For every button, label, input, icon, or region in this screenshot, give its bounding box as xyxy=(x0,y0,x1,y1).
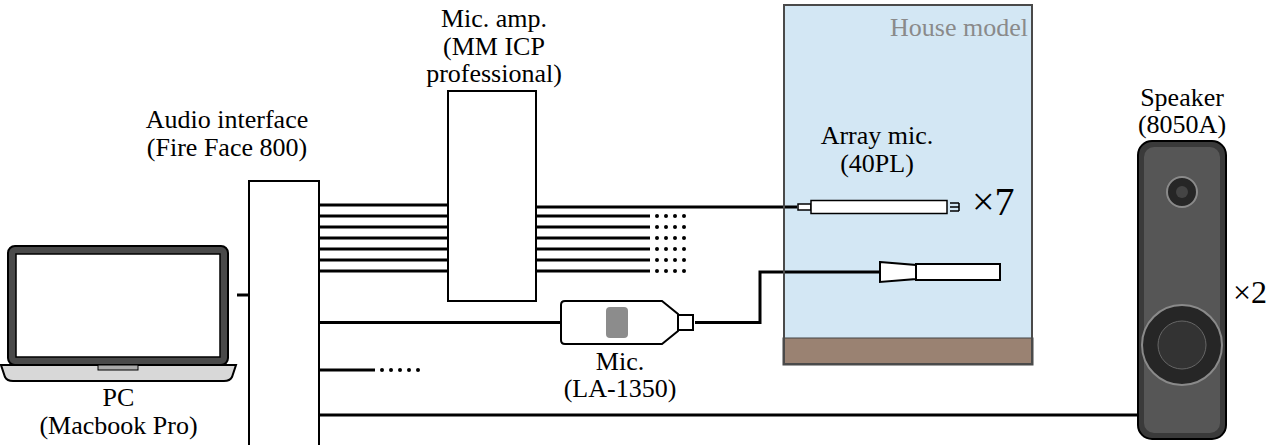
node-title: Mic. amp. xyxy=(414,5,574,32)
unused-amp-outputs xyxy=(537,216,650,271)
dot xyxy=(682,214,686,218)
amp-output-wire xyxy=(537,270,650,273)
dot xyxy=(655,269,659,273)
dot xyxy=(664,214,668,218)
multiplier-label: ×2 xyxy=(1233,276,1267,308)
cable xyxy=(695,272,783,323)
sound-level-meter: Mic.(LA-1350) xyxy=(560,300,695,345)
node-title: Speaker xyxy=(1100,84,1264,111)
node-subtitle: (Macbook Pro) xyxy=(0,412,237,439)
array-mic: Array mic.(40PL) xyxy=(797,199,962,215)
dot xyxy=(682,269,686,273)
sound-level-meter-icon xyxy=(560,300,695,345)
dot xyxy=(389,368,393,372)
dot xyxy=(673,236,677,240)
cable xyxy=(320,414,1137,417)
dot xyxy=(664,258,668,262)
node-subtitle: (Fire Face 800) xyxy=(112,134,342,161)
dot xyxy=(407,368,411,372)
amp-output-wire xyxy=(537,215,650,218)
node-title: Mic. xyxy=(540,348,700,375)
dot xyxy=(664,236,668,240)
cable xyxy=(537,206,797,209)
house-floor xyxy=(783,338,1033,365)
array-mic-icon xyxy=(797,199,962,215)
node-subtitle: (8050A) xyxy=(1100,111,1264,138)
dot xyxy=(664,247,668,251)
node-title: House model xyxy=(832,14,1028,41)
dot xyxy=(673,269,677,273)
speaker-icon xyxy=(1137,140,1227,440)
dot xyxy=(655,258,659,262)
dot xyxy=(655,247,659,251)
speaker: Speaker(8050A) xyxy=(1137,140,1227,440)
dot xyxy=(655,214,659,218)
node-title: Array mic. xyxy=(782,122,972,149)
dot xyxy=(682,225,686,229)
dot xyxy=(682,258,686,262)
cable xyxy=(320,205,447,271)
mic-amp-box: Mic. amp.(MM ICP professional) xyxy=(447,90,537,302)
dot xyxy=(673,247,677,251)
pc-node: PC(Macbook Pro) xyxy=(0,245,237,382)
node-title: PC xyxy=(0,384,237,411)
dot xyxy=(673,225,677,229)
mic-cable-inside xyxy=(783,271,882,274)
dot xyxy=(416,368,420,372)
cable xyxy=(237,294,248,297)
node-title: Audio interface xyxy=(112,106,342,133)
multiplier-label: ×7 xyxy=(972,182,1015,222)
house-fill xyxy=(783,4,1033,365)
cable xyxy=(320,321,560,324)
amp-output-wire xyxy=(537,259,650,262)
node-subtitle: (MM ICP professional) xyxy=(414,33,574,87)
node-subtitle: (LA-1350) xyxy=(540,375,700,402)
dot xyxy=(655,225,659,229)
dot xyxy=(664,269,668,273)
amp-output-wire xyxy=(537,248,650,251)
dot xyxy=(664,225,668,229)
small-mic xyxy=(880,262,1000,282)
dot xyxy=(682,236,686,240)
dot xyxy=(655,236,659,240)
dot xyxy=(682,247,686,251)
laptop-icon xyxy=(0,245,237,382)
audio-interface-box: Audio interface(Fire Face 800) xyxy=(248,180,320,445)
amp-output-wire xyxy=(537,226,650,229)
unused-channel-line xyxy=(320,369,375,372)
dot xyxy=(398,368,402,372)
dot xyxy=(673,258,677,262)
dot xyxy=(673,214,677,218)
amp-output-wire xyxy=(537,237,650,240)
dot xyxy=(380,368,384,372)
node-subtitle: (40PL) xyxy=(782,150,972,177)
